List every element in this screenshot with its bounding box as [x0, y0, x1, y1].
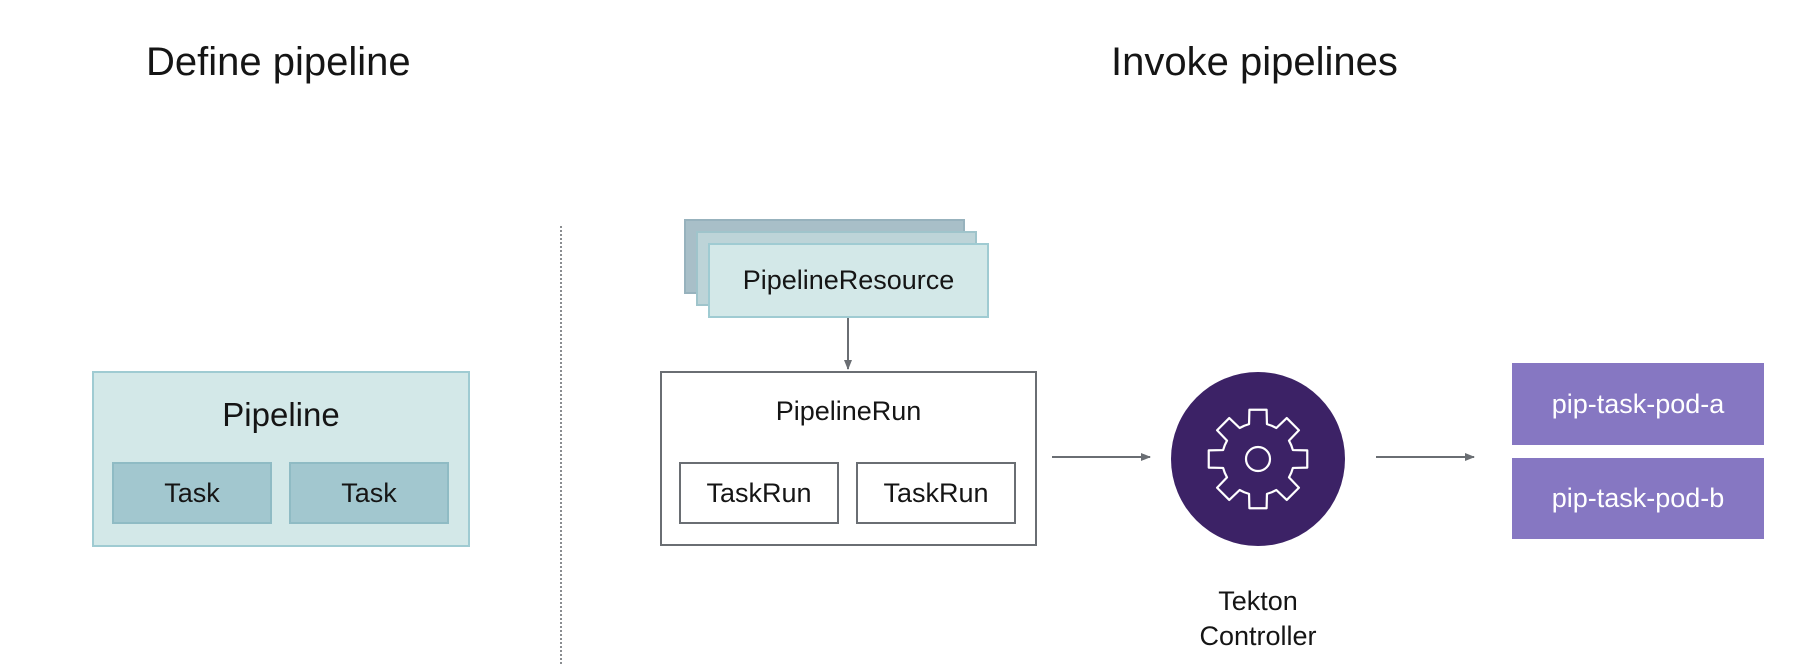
task-label: Task [341, 477, 397, 508]
controller-label-line2: Controller [1199, 621, 1317, 651]
pod-b-label: pip-task-pod-b [1551, 483, 1725, 513]
pipeline-task-2: Task [289, 462, 449, 524]
pipeline-run-label: PipelineRun [775, 396, 922, 426]
pipeline-resource-box: PipelineResource [708, 243, 989, 318]
section-divider [560, 226, 562, 664]
controller-label: Tekton Controller [1158, 584, 1358, 654]
controller-label-line1: Tekton [1218, 586, 1298, 616]
task-run-label: TaskRun [883, 477, 989, 508]
task-run-2: TaskRun [856, 462, 1016, 524]
pipeline-resource-label: PipelineResource [742, 265, 955, 295]
task-run-label: TaskRun [706, 477, 812, 508]
task-run-1: TaskRun [679, 462, 839, 524]
gear-icon [1207, 408, 1309, 510]
controller-circle [1171, 372, 1345, 546]
pod-b: pip-task-pod-b [1512, 458, 1764, 539]
define-pipeline-title: Define pipeline [146, 40, 411, 84]
invoke-pipelines-title: Invoke pipelines [1111, 40, 1398, 84]
pod-a-label: pip-task-pod-a [1551, 388, 1725, 419]
pipeline-task-1: Task [112, 462, 272, 524]
pipeline-label: Pipeline [222, 396, 340, 433]
pod-a: pip-task-pod-a [1512, 363, 1764, 445]
task-label: Task [164, 477, 220, 508]
